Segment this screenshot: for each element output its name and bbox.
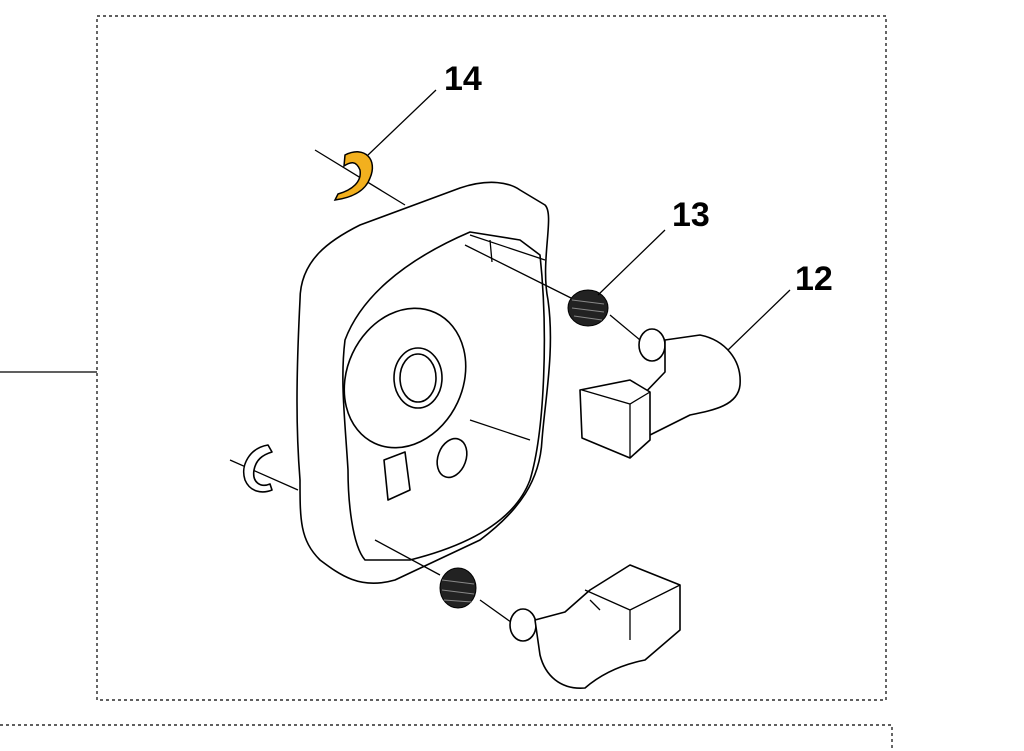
leader-14 (367, 89, 437, 156)
leader-12 (727, 289, 791, 351)
e-clip[interactable] (243, 444, 273, 493)
callout-14: 14 (444, 60, 482, 98)
clutch-shoe-upper[interactable] (579, 328, 741, 459)
next-group-border (0, 724, 893, 751)
leader-13 (597, 229, 666, 296)
clutch-housing (296, 181, 552, 584)
e-clip-highlighted[interactable] (333, 151, 374, 201)
clutch-shoe-lower[interactable] (509, 564, 681, 689)
callout-13: 13 (672, 196, 710, 234)
callout-12: 12 (795, 260, 833, 298)
spring-lower[interactable] (439, 567, 477, 609)
spring-upper[interactable] (567, 289, 609, 327)
assembly-group-border (96, 15, 887, 701)
